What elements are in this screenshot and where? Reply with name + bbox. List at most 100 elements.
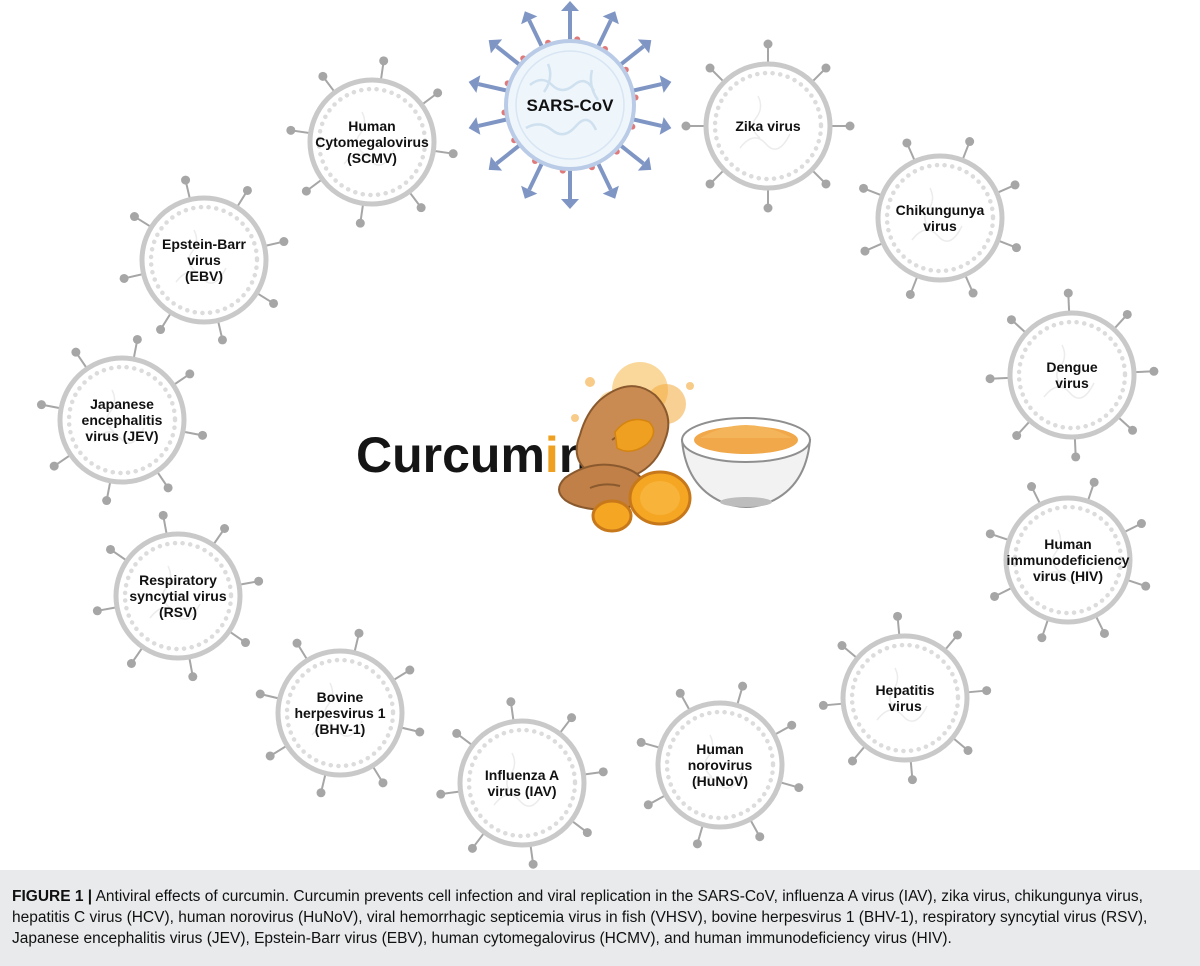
sars-spike-stalk — [595, 161, 613, 191]
virus-spike-tip — [1136, 519, 1146, 529]
turmeric-powder-bowl — [680, 417, 812, 508]
virus-capsid — [840, 633, 970, 763]
sars-spike-head — [521, 11, 538, 25]
sars-spike-head — [602, 11, 619, 25]
virus-spike-tip — [158, 510, 168, 520]
virus-spike-tip — [255, 689, 265, 699]
virus-label-line: Dengue — [1046, 359, 1098, 375]
virus-spike-tip — [837, 641, 847, 651]
virus-spike-tip — [859, 183, 869, 193]
virus-label-line: syncytial virus — [129, 588, 226, 604]
virus-spike-tip — [1063, 288, 1073, 298]
virus-spike-tip — [643, 800, 653, 810]
virus-label-line: Chikungunya — [896, 202, 985, 218]
virus-capsid — [307, 77, 437, 207]
virus-label-line: herpesvirus 1 — [294, 705, 385, 721]
virus-spike-tip — [316, 788, 326, 798]
sars-spike-head — [637, 39, 652, 54]
virus-spike-tip — [279, 237, 289, 247]
virus-spike-tip — [985, 374, 995, 384]
virus-spike-tip — [982, 686, 992, 696]
virus-spike-tip — [378, 778, 388, 788]
virus-membrane-dots — [66, 364, 178, 476]
virus-spike-tip — [254, 576, 264, 586]
virus-membrane-dots — [664, 709, 776, 821]
virus-spike-tip — [1010, 180, 1020, 190]
virus-membrane-dots — [849, 642, 961, 754]
virus-spike-tip — [963, 745, 973, 755]
virus-membrane-dots — [466, 727, 578, 839]
sars-cov-virus: SARS-CoV — [468, 1, 672, 209]
virus-spike-tip — [132, 334, 142, 344]
sars-inner-membrane — [515, 50, 625, 160]
virus-spike-tip — [265, 751, 275, 761]
virus-spike-tip — [71, 347, 81, 357]
virus-label-zika: Zika virus — [735, 118, 801, 134]
sars-spike-stalk — [495, 44, 522, 67]
virus-spike-tip — [1006, 315, 1016, 325]
virus-label-line: Epstein-Barr — [162, 236, 247, 252]
figure-caption: FIGURE 1 | Antiviral effects of curcumin… — [12, 886, 1192, 949]
virus-spike-tip — [860, 246, 870, 256]
figure-caption-panel: FIGURE 1 | Antiviral effects of curcumin… — [0, 870, 1200, 966]
sars-spike-stalk — [618, 143, 645, 166]
virus-spike-tip — [893, 611, 903, 621]
virus-spike-tip — [821, 63, 831, 73]
virus-spike-tip — [952, 630, 962, 640]
virus-membrane-dots — [712, 70, 824, 182]
virus-label-line: norovirus — [688, 757, 753, 773]
virus-spike-tip — [705, 63, 715, 73]
virus-spike-tip — [794, 783, 804, 793]
virus-spike-tip — [818, 700, 828, 710]
virus-membrane-dots — [284, 657, 396, 769]
sars-spike-stalk — [527, 161, 545, 191]
virus-spike-tip — [763, 203, 773, 213]
virus-spike-tip — [1099, 628, 1109, 638]
virus-spike-tip — [506, 697, 516, 707]
virus-spike-tip — [129, 212, 139, 222]
virus-spike-tip — [286, 125, 296, 135]
virus-label-line: virus — [1055, 375, 1089, 391]
sars-spike-stalk — [477, 117, 509, 128]
virus-capsid — [655, 700, 785, 830]
virus-spike-tip — [705, 179, 715, 189]
virus-spike-tip — [448, 149, 458, 159]
sars-spike-stalk — [595, 19, 613, 49]
virus-spike-tip — [241, 638, 251, 648]
virus-spike-tip — [902, 138, 912, 148]
virus-spike-tip — [198, 430, 208, 440]
sars-spike-head — [561, 1, 579, 11]
virus-spike-tip — [354, 628, 364, 638]
virus-spike-tip — [49, 461, 59, 471]
sars-spike-head — [468, 117, 481, 135]
virus-label-line: virus (JEV) — [85, 428, 158, 444]
virus-spike-tip — [301, 186, 311, 196]
virus-label-line: virus (HIV) — [1033, 568, 1103, 584]
sars-spike-head — [659, 75, 672, 93]
virus-membrane-dots — [1016, 319, 1128, 431]
virus-label-line: virus — [888, 698, 922, 714]
virus-label-line: virus — [187, 252, 221, 268]
virus-capsid — [275, 648, 405, 778]
virus-label-line: Japanese — [90, 396, 154, 412]
virus-capsid — [57, 355, 187, 485]
sars-spike-head — [637, 156, 652, 171]
virus-spike-tip — [467, 843, 477, 853]
virus-spike-tip — [105, 544, 115, 554]
virus-rna-strand — [149, 565, 201, 620]
virus-spike-tip — [675, 688, 685, 698]
